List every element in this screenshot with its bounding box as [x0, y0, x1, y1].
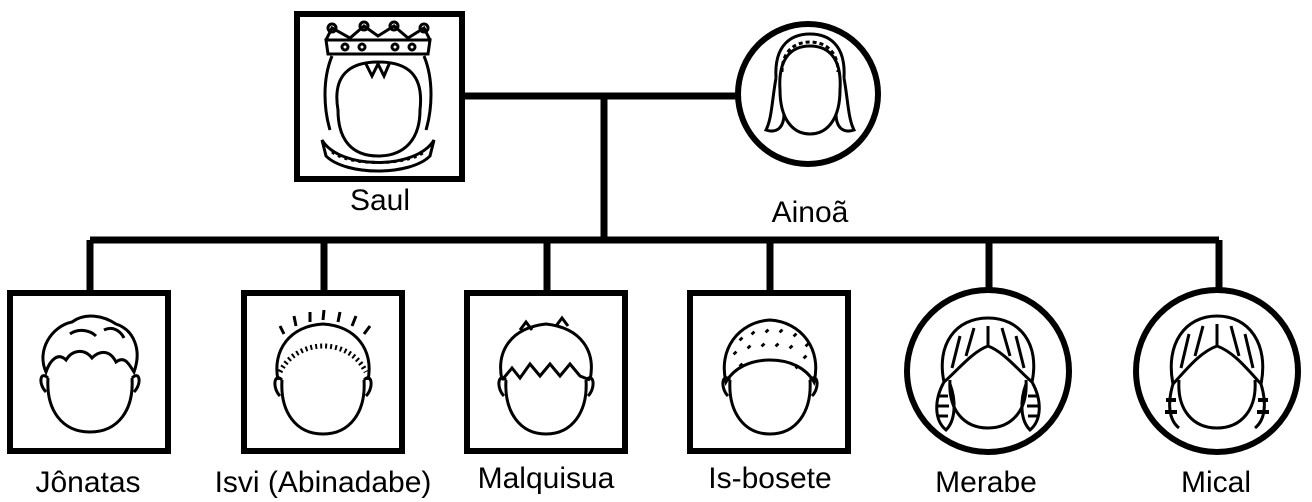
person-saul: Saul	[297, 14, 462, 217]
person-jonatas: Jônatas	[10, 293, 168, 499]
person-name: Is-bosete	[708, 462, 831, 495]
person-isvi: Isvi (Abinadabe)	[215, 293, 432, 499]
person-malquisua: Malquisua	[467, 293, 625, 495]
person-name: Merabe	[935, 466, 1037, 499]
person-merabe: Merabe	[907, 290, 1069, 499]
person-name: Ainoã	[772, 196, 849, 229]
person-name: Saul	[350, 184, 410, 217]
tree-connectors	[90, 96, 1219, 292]
person-is-bosete: Is-bosete	[690, 293, 848, 495]
person-name: Jônatas	[35, 466, 140, 499]
male-frame	[690, 293, 848, 451]
person-name: Malquisua	[478, 462, 615, 495]
male-frame	[467, 293, 625, 451]
person-ainoa: Ainoã	[738, 24, 878, 229]
person-name: Isvi (Abinadabe)	[215, 466, 432, 499]
person-mical: Mical	[1136, 290, 1298, 499]
person-name: Mical	[1181, 466, 1251, 499]
